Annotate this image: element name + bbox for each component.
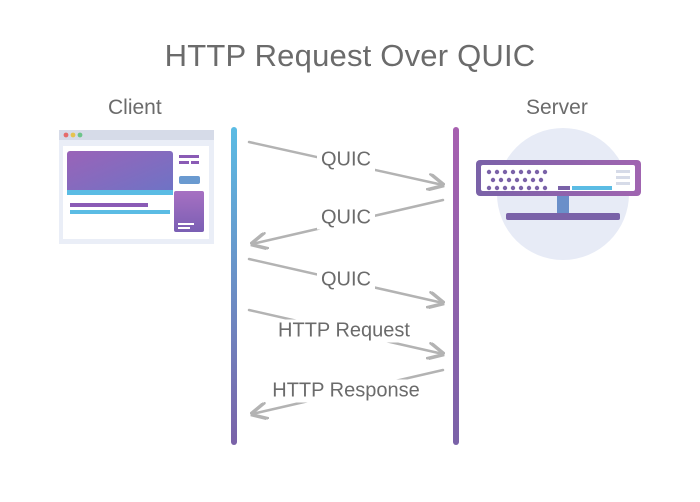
message-label: QUIC (317, 268, 375, 292)
diagram-title: HTTP Request Over QUIC (164, 38, 536, 73)
client-browser-icon (59, 130, 214, 244)
client-label: Client (108, 96, 162, 119)
message-label: QUIC (317, 206, 375, 230)
server-lifeline (453, 127, 459, 445)
client-lifeline (231, 127, 237, 445)
server-label: Server (526, 96, 588, 119)
message-label: HTTP Request (274, 319, 414, 343)
message-label: HTTP Response (268, 379, 424, 403)
server-icon (476, 128, 641, 260)
message-label: QUIC (317, 148, 375, 172)
